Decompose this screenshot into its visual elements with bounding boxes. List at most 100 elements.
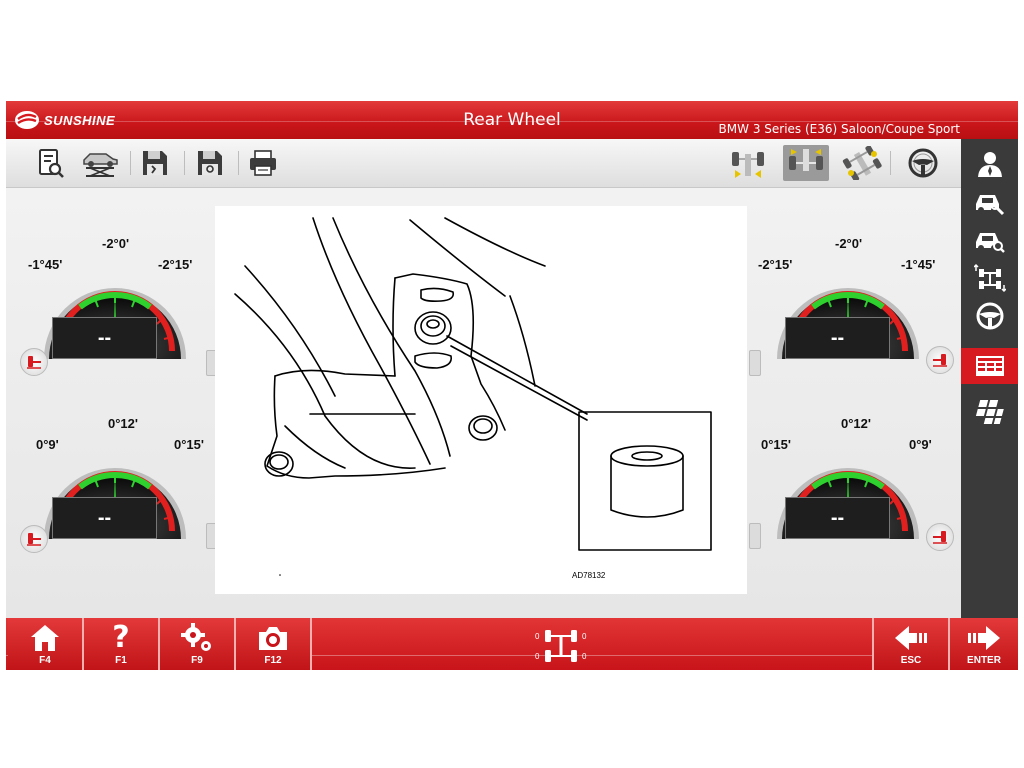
gauge-left-label: -2°15' — [758, 257, 793, 272]
sidebar-item-steering[interactable] — [961, 297, 1018, 335]
gauge-left-label: -1°45' — [28, 257, 63, 272]
save-settings-button[interactable] — [191, 145, 229, 181]
gauge-right-label: 0°9' — [909, 437, 932, 452]
enter-key-label: ENTER — [967, 655, 1001, 666]
report-search-button[interactable] — [32, 145, 70, 181]
help-key-label: F1 — [115, 655, 127, 666]
sidebar-item-measurement[interactable] — [953, 348, 1018, 384]
front-axle-icon — [732, 152, 764, 178]
gauge-value-readout: -- — [52, 317, 157, 359]
home-icon — [31, 625, 59, 651]
car-search-icon — [975, 233, 1005, 253]
user-icon — [977, 152, 1002, 177]
figure-code: AD78132 — [572, 571, 606, 580]
right-camber-mode-button[interactable] — [926, 346, 954, 374]
right-camber-gauge: -2°0' -2°15' -1°45' -- — [758, 233, 935, 383]
right-sidebar — [953, 139, 1018, 618]
arrow-left-icon — [895, 626, 927, 650]
wheel-status-indicator: 0 0 0 0 — [531, 626, 591, 666]
brand-name: SUNSHINE — [44, 112, 116, 128]
steering-wheel-icon — [908, 148, 938, 178]
save-settings-icon — [198, 151, 222, 175]
gear-icon — [181, 623, 211, 651]
rear-left-status: 0 — [535, 652, 540, 661]
vehicle-name: BMW 3 Series (E36) Saloon/Coupe Sport — [718, 122, 960, 136]
four-wheel-button[interactable] — [840, 145, 884, 181]
steering-wheel-button[interactable] — [904, 145, 942, 181]
right-panel-stub — [749, 523, 761, 549]
left-toe-gauge: 0°12' 0°9' 0°15' -- — [28, 413, 204, 563]
car-axles-icon: 0 0 0 0 — [535, 630, 587, 662]
sidebar-item-vehicle-service[interactable] — [961, 183, 1018, 221]
svg-text:?: ? — [112, 622, 129, 654]
print-button[interactable] — [244, 145, 282, 181]
gauge-center-label: 0°12' — [108, 416, 138, 431]
four-wheel-icon — [842, 146, 882, 180]
home-key-label: F4 — [39, 655, 51, 666]
vehicle-lift-icon — [83, 153, 118, 177]
camera-icon — [259, 627, 287, 650]
adjustment-diagram: AD78132 — [215, 206, 747, 594]
home-button[interactable]: F4 — [8, 618, 82, 670]
sidebar-item-panels[interactable] — [961, 393, 1018, 431]
sidebar-item-vehicle-search[interactable] — [961, 221, 1018, 259]
axle-adjust-icon — [973, 263, 1006, 293]
wheel-toe-icon — [933, 531, 947, 544]
rear-axle-icon — [789, 149, 823, 171]
sidebar-item-axle-adjust[interactable] — [961, 259, 1018, 297]
toolbar — [6, 139, 961, 188]
right-toe-gauge: 0°12' 0°15' 0°9' -- — [761, 413, 932, 563]
esc-key-label: ESC — [900, 655, 922, 666]
gauge-center-label: -2°0' — [102, 236, 130, 251]
function-key-bar: F4 ? F1 F9 — [6, 618, 1018, 670]
measurement-table-icon — [975, 356, 1004, 376]
suspension-bolt-illustration: AD78132 — [234, 217, 712, 580]
wheel-camber-icon — [933, 354, 947, 367]
left-toe-mode-button[interactable] — [20, 525, 48, 553]
left-camber-mode-button[interactable] — [20, 348, 48, 376]
steering-wheel-icon — [976, 302, 1003, 330]
gauge-right-label: 0°15' — [174, 437, 204, 452]
gauge-right-label: -1°45' — [901, 257, 936, 272]
wheel-camber-icon — [27, 356, 41, 369]
wheel-toe-icon — [27, 533, 41, 546]
front-right-status: 0 — [582, 632, 587, 641]
camera-button[interactable]: F12 — [236, 618, 310, 670]
sunshine-logo-icon — [15, 111, 39, 129]
right-toe-mode-button[interactable] — [926, 523, 954, 551]
help-icon: ? — [112, 622, 129, 654]
enter-button[interactable]: ENTER — [950, 618, 1018, 670]
title-bar: SUNSHINE Rear Wheel BMW 3 Series (E36) S… — [6, 101, 1018, 139]
front-axle-button[interactable] — [727, 145, 769, 181]
gauge-left-label: 0°9' — [36, 437, 59, 452]
settings-button[interactable]: F9 — [160, 618, 234, 670]
gauge-value-readout: -- — [52, 497, 157, 539]
gauge-center-label: 0°12' — [841, 416, 871, 431]
page-title: Rear Wheel — [463, 110, 561, 130]
settings-key-label: F9 — [191, 655, 203, 666]
brand-logo: SUNSHINE — [14, 109, 115, 131]
front-left-status: 0 — [535, 632, 540, 641]
gauge-value-readout: -- — [785, 497, 890, 539]
vehicle-lift-button[interactable] — [78, 145, 122, 181]
save-tools-icon — [143, 151, 167, 175]
camera-key-label: F12 — [264, 655, 282, 666]
gauge-value-readout: -- — [785, 317, 890, 359]
save-tools-button[interactable] — [136, 145, 174, 181]
printer-icon — [250, 150, 276, 176]
help-button[interactable]: ? F1 — [84, 618, 158, 670]
grid-panels-icon — [975, 400, 1004, 424]
rear-right-status: 0 — [582, 652, 587, 661]
gauge-left-label: 0°15' — [761, 437, 791, 452]
report-search-icon — [39, 149, 64, 178]
right-panel-stub — [749, 350, 761, 376]
car-wrench-icon — [975, 195, 1004, 216]
left-camber-gauge: -2°0' -1°45' -2°15' -- — [28, 233, 198, 383]
sidebar-item-user[interactable] — [961, 145, 1018, 183]
arrow-right-icon — [968, 626, 1000, 650]
rear-axle-button[interactable] — [783, 145, 829, 181]
esc-button[interactable]: ESC — [874, 618, 948, 670]
alignment-app-window: SUNSHINE Rear Wheel BMW 3 Series (E36) S… — [6, 101, 1018, 670]
gauge-right-label: -2°15' — [158, 257, 193, 272]
gauge-center-label: -2°0' — [835, 236, 863, 251]
